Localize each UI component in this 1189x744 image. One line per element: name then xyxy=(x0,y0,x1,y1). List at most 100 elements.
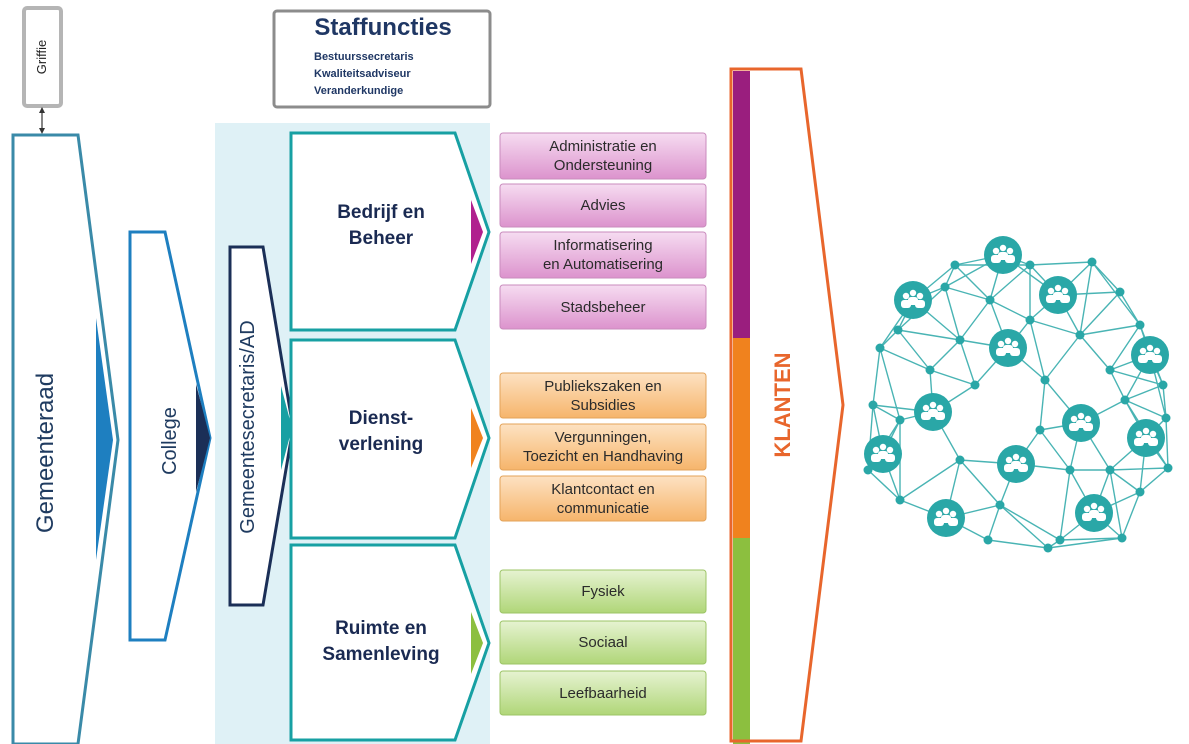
people-group-icon xyxy=(997,445,1035,483)
network-node-icon xyxy=(1158,380,1168,390)
college-chevron xyxy=(128,230,212,642)
network-link xyxy=(987,504,1001,541)
network-node-icon xyxy=(1043,543,1053,553)
network-link xyxy=(944,286,991,301)
network-link xyxy=(959,459,1001,506)
griffie-label: Griffie xyxy=(34,39,49,75)
network-node-icon xyxy=(895,495,905,505)
network-link xyxy=(1124,384,1164,401)
secretaris-accent xyxy=(281,386,292,470)
connector-arrowhead-down-icon xyxy=(39,128,45,134)
department-label-ruimte: Ruimte en Samenleving xyxy=(322,618,440,665)
unit-box xyxy=(499,620,707,665)
unit-box xyxy=(499,183,707,228)
unit-boxes xyxy=(499,132,707,716)
department-label-bedrijf: Bedrijf en Beheer xyxy=(337,202,425,249)
network-link xyxy=(989,264,1031,301)
network-node-icon xyxy=(868,400,878,410)
people-group-icon xyxy=(1131,336,1169,374)
network-link xyxy=(1124,399,1167,419)
people-group-icon xyxy=(1075,494,1113,532)
network-node-icon xyxy=(1163,463,1173,473)
network-link xyxy=(1165,417,1169,469)
network-link xyxy=(1119,291,1141,326)
network-link xyxy=(872,404,901,421)
network-link xyxy=(989,299,1031,321)
network-link xyxy=(1139,467,1169,493)
network-node-icon xyxy=(1025,260,1035,270)
network-link xyxy=(1059,469,1071,541)
network-link xyxy=(1029,319,1046,381)
unit-label: Vergunningen, Toezicht en Handhaving xyxy=(522,429,684,465)
unit-box xyxy=(499,475,707,522)
network-node-icon xyxy=(1035,425,1045,435)
network-node-icon xyxy=(950,260,960,270)
network-link xyxy=(872,347,881,406)
network-link xyxy=(1109,469,1123,539)
network-link xyxy=(1029,261,1093,266)
gemeenteraad-label: Gemeenteraad xyxy=(32,372,59,534)
network-node-icon xyxy=(1105,465,1115,475)
network-link xyxy=(1079,291,1121,336)
unit-box xyxy=(499,670,707,716)
network-link xyxy=(1029,319,1081,336)
network-node-icon xyxy=(1117,533,1127,543)
network-link xyxy=(1109,369,1164,386)
network-link xyxy=(1162,384,1167,419)
network-link xyxy=(1044,334,1081,381)
network-link xyxy=(897,329,931,371)
network-link xyxy=(954,264,991,301)
staffuncties-item: Bestuurssecretaris xyxy=(314,51,414,63)
staffuncties-item: Veranderkundige xyxy=(314,85,404,97)
klanten-bar-green xyxy=(733,538,750,744)
network-link xyxy=(1109,467,1169,471)
department-chevron-dienstverlening xyxy=(289,338,491,540)
people-group-icon xyxy=(1127,419,1165,457)
unit-label: Informatisering en Automatisering xyxy=(542,237,664,273)
gemeenteraad-chevron xyxy=(11,133,120,744)
people-group-icon xyxy=(927,499,965,537)
network-link xyxy=(929,339,961,371)
unit-label: Administratie en Ondersteuning xyxy=(549,138,657,174)
network-link xyxy=(1121,491,1141,539)
network-node-icon xyxy=(1075,330,1085,340)
network-node-icon xyxy=(895,415,905,425)
network-node-icon xyxy=(1025,315,1035,325)
network-link xyxy=(1109,369,1126,401)
unit-label: Publiekszaken en Subsidies xyxy=(544,377,662,414)
people-group-icon xyxy=(914,393,952,431)
network-link xyxy=(879,347,931,371)
network-link xyxy=(899,459,961,501)
gemeenteraad-accent xyxy=(96,318,113,560)
unit-label: Sociaal xyxy=(578,634,628,651)
network-node-icon xyxy=(955,335,965,345)
secretaris-chevron xyxy=(228,245,295,607)
network-node-icon xyxy=(1135,487,1145,497)
college-label: College xyxy=(159,407,181,475)
network-link xyxy=(1109,469,1141,493)
network-link xyxy=(1039,379,1046,431)
network-node-icon xyxy=(1105,365,1115,375)
klanten-bar-purple xyxy=(733,71,750,338)
klanten-chevron xyxy=(729,67,845,743)
people-group-icon xyxy=(1039,276,1077,314)
staffuncties-item: Kwaliteitsadviseur xyxy=(314,68,411,80)
unit-box xyxy=(499,231,707,279)
department-chevron-bedrijf xyxy=(289,131,491,332)
network-node-icon xyxy=(940,282,950,292)
department-label-dienstverlening: Dienst- verlening xyxy=(338,408,424,455)
network-link xyxy=(1109,324,1141,371)
network-node-icon xyxy=(995,500,1005,510)
department-chevron-ruimte xyxy=(289,543,491,742)
people-group-icon xyxy=(864,435,902,473)
network-node-icon xyxy=(1065,465,1075,475)
network-node-icon xyxy=(955,455,965,465)
unit-box xyxy=(499,569,707,614)
people-group-icon xyxy=(989,329,1027,367)
klanten-bar-orange xyxy=(733,338,750,538)
network-node-icon xyxy=(1055,535,1065,545)
network-link xyxy=(999,504,1049,549)
people-group-icon xyxy=(1062,404,1100,442)
griffie-box xyxy=(22,6,63,108)
unit-label: Leefbaarheid xyxy=(559,684,647,702)
